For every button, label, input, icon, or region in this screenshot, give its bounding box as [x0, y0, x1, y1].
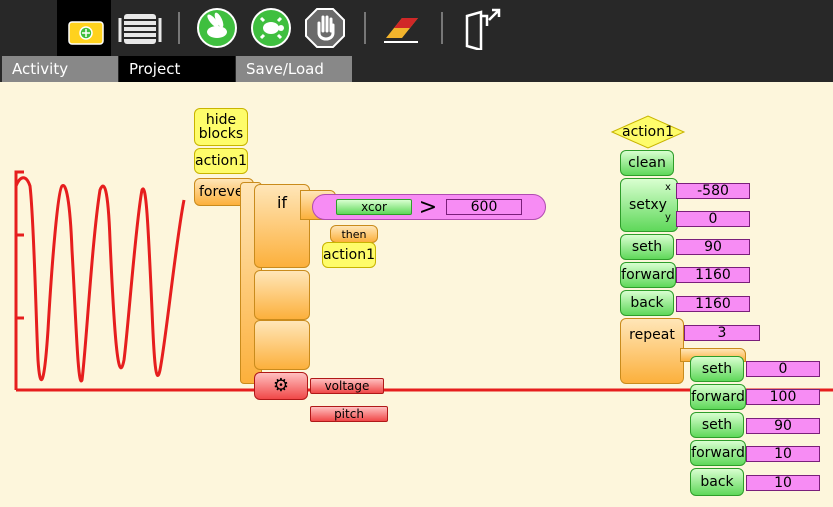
seth-field-2[interactable]: 0	[746, 361, 820, 377]
back-label-2: back	[700, 474, 734, 490]
forever-label: forever	[199, 184, 250, 200]
forward-block-3[interactable]: forward	[690, 440, 746, 466]
seth-block-3[interactable]: seth	[690, 412, 744, 438]
repeat-field[interactable]: 3	[684, 325, 760, 341]
then-label: then	[341, 227, 367, 241]
run-slow-icon	[251, 8, 291, 48]
forward-label-1: forward	[621, 267, 675, 283]
tab-saveload[interactable]: Save/Load	[236, 56, 352, 82]
pitch-label: pitch	[334, 407, 364, 421]
forward-block-1[interactable]: forward	[620, 262, 676, 288]
forward-field-3[interactable]: 10	[746, 446, 820, 462]
back-field-1[interactable]: 1160	[676, 296, 750, 312]
fullscreen-icon	[465, 8, 501, 50]
then-label-block: then	[330, 225, 378, 243]
setxy-x-label: x	[665, 182, 671, 193]
seth-block-1[interactable]: seth	[620, 234, 674, 260]
tab-project[interactable]: Project	[119, 56, 235, 82]
palette-menu-icon	[118, 14, 162, 44]
action1-call-label: action1	[195, 153, 248, 169]
repeat-label: repeat	[629, 327, 675, 343]
plugin-sensor-block[interactable]: ⚙	[254, 372, 308, 400]
hide-blocks-block[interactable]: hide blocks	[194, 108, 248, 146]
xcor-block[interactable]: xcor	[336, 199, 412, 215]
action1-hat-label: action1	[621, 124, 674, 140]
voltage-block[interactable]: voltage	[310, 378, 384, 394]
tab-activity[interactable]: Activity	[2, 56, 118, 82]
forward-label-3: forward	[691, 445, 745, 461]
back-label-1: back	[630, 295, 664, 311]
setxy-label: setxy	[629, 197, 667, 213]
greater-than-label: >	[418, 194, 438, 220]
hide-blocks-label-1: hide	[205, 112, 237, 128]
stop-button[interactable]	[298, 0, 352, 56]
seth-block-2[interactable]: seth	[690, 356, 744, 382]
back-field-2[interactable]: 10	[746, 475, 820, 491]
clear-button[interactable]	[375, 0, 429, 56]
activity-button[interactable]	[57, 0, 111, 56]
clean-label: clean	[628, 155, 666, 171]
compare-value-field[interactable]: 600	[446, 199, 522, 215]
action1-then-label: action1	[323, 247, 376, 263]
action1-then-block[interactable]: action1	[322, 242, 376, 268]
action1-hat-label-wrap: action1	[610, 122, 686, 142]
palette-menu-button[interactable]	[113, 0, 167, 56]
stop-icon	[305, 8, 345, 48]
run-fast-icon	[197, 8, 237, 48]
forward-field-2[interactable]: 100	[746, 389, 820, 405]
seth-field-3[interactable]: 90	[746, 418, 820, 434]
back-block-2[interactable]: back	[690, 468, 744, 496]
fullscreen-button[interactable]	[452, 0, 506, 56]
setxy-x-field[interactable]: -580	[676, 183, 750, 199]
pitch-block[interactable]: pitch	[310, 406, 388, 422]
seth-label-1: seth	[631, 239, 663, 255]
xcor-label: xcor	[361, 200, 387, 214]
voltage-label: voltage	[324, 379, 370, 393]
turtle-canvas[interactable]: hide blocks action1 forever if then acti…	[0, 90, 833, 507]
clean-block[interactable]: clean	[620, 150, 674, 176]
setxy-y-field[interactable]: 0	[676, 211, 750, 227]
if-label: if	[276, 193, 288, 212]
empty-slot-2[interactable]	[254, 320, 310, 370]
activity-icon	[68, 21, 104, 45]
gear-icon: ⚙	[272, 375, 290, 396]
toolbar-tabs: Activity Project Save/Load	[0, 56, 833, 82]
seth-field-1[interactable]: 90	[676, 239, 750, 255]
seth-label-3: seth	[701, 417, 733, 433]
action1-hat-block[interactable]	[610, 114, 686, 150]
setxy-block[interactable]: setxy	[620, 178, 678, 232]
setxy-y-label: y	[665, 212, 671, 223]
forward-block-2[interactable]: forward	[690, 384, 746, 410]
run-slow-button[interactable]	[244, 0, 298, 56]
seth-label-2: seth	[701, 361, 733, 377]
forward-label-2: forward	[691, 389, 745, 405]
hide-blocks-label-2: blocks	[198, 126, 244, 142]
forward-field-1[interactable]: 1160	[676, 267, 750, 283]
run-fast-button[interactable]	[190, 0, 244, 56]
main-toolbar	[0, 0, 833, 56]
eraser-icon	[384, 18, 418, 43]
action1-call-block[interactable]: action1	[194, 148, 248, 174]
greater-than-operator: >	[416, 194, 440, 220]
back-block-1[interactable]: back	[620, 290, 674, 316]
repeat-block[interactable]: repeat	[620, 318, 684, 384]
empty-slot-1[interactable]	[254, 270, 310, 320]
